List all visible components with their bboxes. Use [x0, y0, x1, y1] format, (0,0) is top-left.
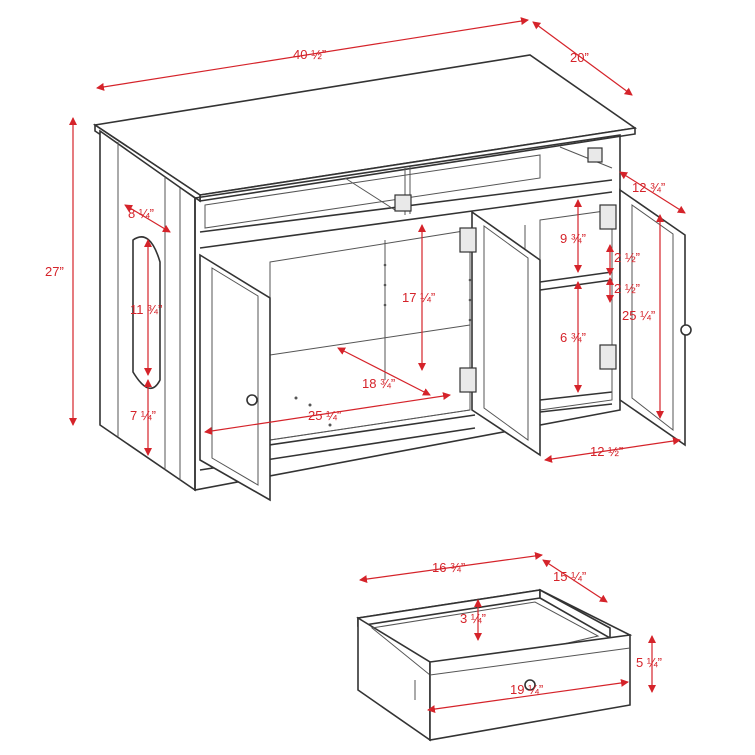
label-drawer-front-width: 19 ¼”: [510, 682, 543, 697]
label-right-total-height: 25 ¼”: [622, 308, 655, 323]
label-left-interior-height: 17 ¼”: [402, 290, 435, 305]
drawer: [356, 588, 633, 742]
label-side-opening-width: 8 ¼”: [128, 206, 154, 221]
label-right-lower-shelf: 6 ¾”: [560, 330, 586, 345]
label-shelf-gap-lower: 2 ½”: [614, 281, 640, 296]
label-overall-height: 27”: [45, 264, 64, 279]
right-door-knob: [680, 324, 692, 336]
label-overall-depth: 20”: [570, 50, 589, 65]
side-opening: [132, 236, 161, 390]
label-left-interior-depth: 18 ¾”: [362, 376, 395, 391]
label-right-upper-shelf: 9 ¾”: [560, 231, 586, 246]
label-side-opening-height: 11 ¾”: [130, 302, 162, 317]
label-drawer-width: 16 ¾”: [432, 560, 465, 575]
label-right-width: 12 ½”: [590, 444, 623, 459]
label-shelf-gap-upper: 2 ½”: [614, 250, 640, 265]
left-door: [199, 253, 271, 502]
cabinet: [92, 54, 692, 502]
middle-door: [471, 210, 541, 457]
label-right-depth: 12 ¾”: [632, 180, 665, 195]
label-drawer-inner-height: 3 ¼”: [460, 611, 486, 626]
label-left-door-width: 25 ¼”: [308, 408, 341, 423]
dimension-labels: 40 ½” 20” 27” 8 ¼” 11 ¾” 7 ¼” 17 ¼” 18 ¾…: [45, 47, 665, 697]
dimension-lines: [69, 17, 686, 713]
cabinet-top-side-edge: [94, 123, 201, 203]
label-drawer-depth: 15 ¼”: [553, 569, 586, 584]
label-overall-width: 40 ½”: [293, 47, 326, 62]
label-side-opening-bottom: 7 ¼”: [130, 408, 156, 423]
label-drawer-height: 5 ¼”: [636, 655, 662, 670]
front-frame: [194, 134, 621, 491]
left-door-knob: [246, 394, 258, 406]
